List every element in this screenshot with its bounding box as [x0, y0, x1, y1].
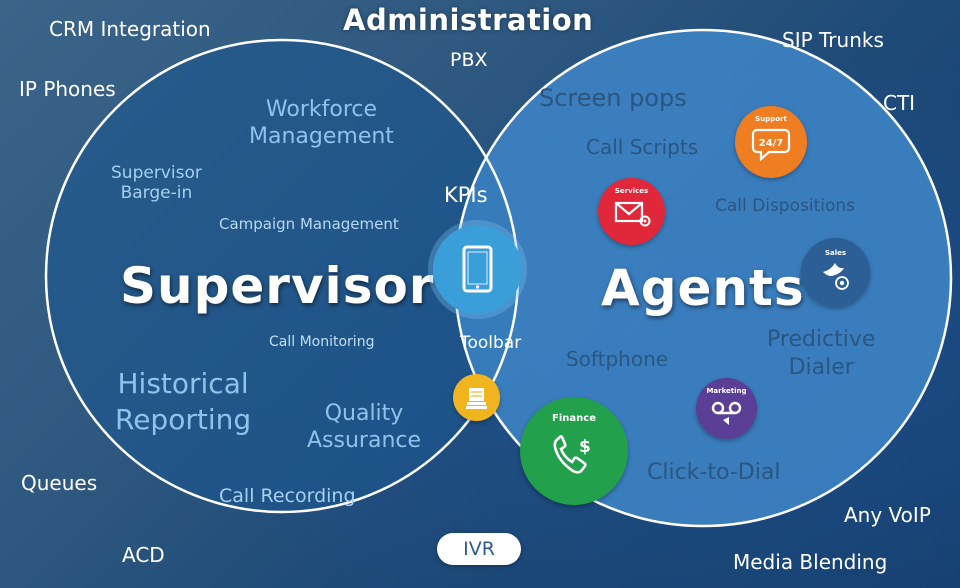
sales-caption: Sales [824, 249, 847, 257]
tablet-icon [433, 225, 522, 314]
barge-line2: Barge-in [120, 182, 193, 203]
historical-line1: Historical [117, 367, 249, 400]
support-glyph: 24/7 [759, 138, 784, 149]
predictive-line2: Dialer [788, 355, 854, 381]
quality-line1: Quality [324, 401, 404, 426]
agents-title: Agents [601, 259, 805, 317]
support-caption: Support [755, 115, 787, 123]
label-workforce-management: Workforce Management [249, 97, 394, 150]
label-toolbar: Toolbar [460, 333, 522, 353]
finance-caption: Finance [552, 413, 596, 424]
label-ip-phones: IP Phones [19, 77, 116, 101]
label-softphone: Softphone [566, 347, 669, 371]
label-pbx: PBX [450, 49, 488, 71]
label-acd: ACD [122, 543, 165, 567]
sales-badge: Sales [801, 238, 870, 307]
label-predictive-dialer: Predictive Dialer [767, 327, 875, 381]
barge-line1: Supervisor [111, 163, 202, 183]
label-call-recording: Call Recording [219, 485, 356, 507]
services-caption: Services [614, 187, 649, 195]
predictive-line1: Predictive [767, 327, 876, 352]
label-call-monitoring: Call Monitoring [269, 334, 375, 350]
toolbar-icon [453, 374, 500, 421]
label-quality-assurance: Quality Assurance [307, 401, 421, 454]
workforce-line1: Workforce [265, 97, 378, 122]
workforce-line2: Management [249, 124, 394, 150]
voicemail-icon [711, 401, 742, 425]
label-supervisor-barge-in: Supervisor Barge-in [111, 163, 202, 203]
bird-target-icon [823, 263, 849, 290]
label-call-scripts: Call Scripts [586, 135, 699, 159]
label-kpis: KPIs [444, 183, 488, 207]
label-call-dispositions: Call Dispositions [715, 196, 856, 216]
label-historical-reporting: Historical Reporting [115, 367, 252, 437]
chat-bubble-24-7-icon: 24/7 [751, 128, 791, 162]
label-screen-pops: Screen pops [539, 84, 687, 112]
support-badge: Support 24/7 [735, 106, 807, 178]
label-cti: CTI [883, 91, 916, 115]
diagram-title: Administration [343, 3, 594, 37]
label-any-voip: Any VoIP [844, 503, 931, 527]
label-sip-trunks: SIP Trunks [782, 28, 884, 52]
finance-glyph: $ [579, 437, 591, 457]
label-media-blending: Media Blending [733, 550, 888, 574]
envelope-gear-icon [614, 201, 651, 227]
label-campaign-management: Campaign Management [219, 215, 399, 233]
services-badge: Services [598, 178, 665, 245]
historical-line2: Reporting [115, 403, 252, 437]
marketing-caption: Marketing [706, 387, 747, 395]
supervisor-title: Supervisor [120, 257, 435, 315]
ivr-pill: IVR [437, 533, 521, 565]
label-crm-integration: CRM Integration [49, 17, 211, 41]
label-queues: Queues [21, 471, 98, 495]
quality-line2: Assurance [307, 428, 422, 454]
label-click-to-dial: Click-to-Dial [647, 460, 781, 485]
supervisor-circle-fill [46, 40, 518, 512]
finance-badge: Finance $ [520, 397, 628, 505]
marketing-badge: Marketing [696, 378, 757, 439]
phone-dollar-icon: $ [553, 435, 591, 474]
